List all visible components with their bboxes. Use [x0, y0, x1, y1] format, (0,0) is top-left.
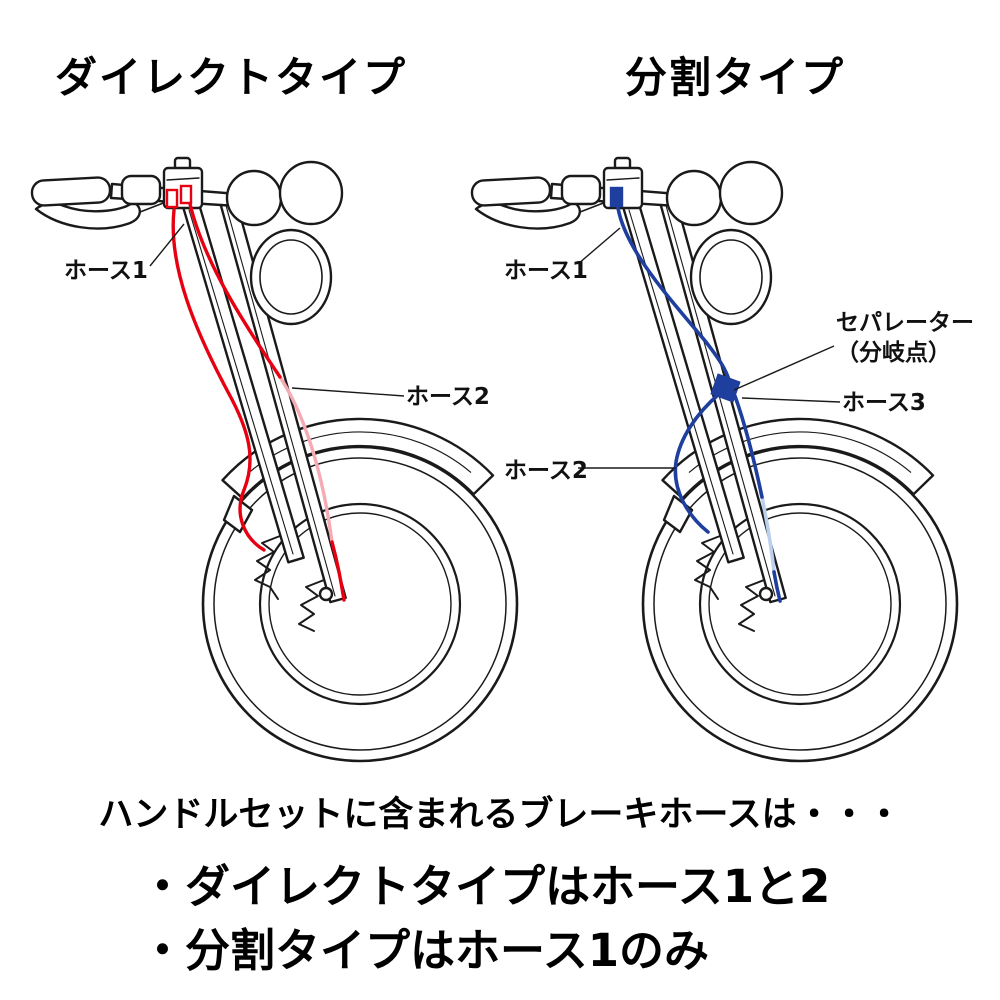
hose3-split-upper	[733, 394, 764, 499]
footer-intro-text: ハンドルセットに含まれるブレーキホースは・・・	[98, 795, 902, 835]
label-separator-sub: （分岐点）	[836, 339, 951, 366]
title-direct-type: ダイレクトタイプ	[55, 53, 408, 102]
leader-hose1-left	[149, 223, 185, 267]
leader-hose3	[741, 397, 841, 403]
leader-lines	[149, 223, 841, 469]
hose2-hidden-segment	[278, 375, 334, 544]
footer: ハンドルセットに含まれるブレーキホースは・・・ ・ダイレクトタイプはホース1と2…	[0, 786, 1000, 983]
direct-hoses	[165, 184, 346, 602]
hose2-split	[673, 392, 721, 534]
callout-labels: ホース1 ホース2 ホース1 セパレーター （分岐点） ホース3 ホース2	[64, 258, 974, 484]
bike-direct	[30, 156, 519, 763]
bike-split	[470, 156, 959, 763]
hose2-direct-lower	[330, 540, 346, 602]
split-hoses	[609, 186, 782, 603]
bullet-split-type: ・分割タイプはホース1のみ	[140, 924, 710, 977]
bike-line-art	[30, 156, 519, 763]
hose3-split-lower	[772, 570, 782, 603]
banjo-fitting-2	[179, 184, 193, 205]
hose1-split	[616, 206, 731, 382]
label-separator: セパレーター	[836, 310, 974, 336]
separator-block	[710, 373, 741, 403]
label-hose1-right: ホース1	[504, 258, 588, 284]
footer-bullets: ・ダイレクトタイプはホース1と2 ・分割タイプはホース1のみ	[140, 855, 1000, 983]
label-hose3-right: ホース3	[842, 390, 926, 416]
bullet-direct-type: ・ダイレクトタイプはホース1と2	[140, 860, 831, 913]
leader-hose1-right	[577, 227, 621, 265]
leader-hose2-left	[291, 387, 405, 397]
title-split-type: 分割タイプ	[625, 53, 846, 102]
hose2-direct-upper	[188, 202, 282, 379]
label-hose2-left: ホース2	[406, 384, 490, 410]
leader-separator	[733, 345, 835, 391]
banjo-fitting-1	[165, 188, 179, 209]
hose3-hidden-segment	[760, 495, 776, 574]
hose1-direct	[171, 208, 266, 552]
label-hose1-left: ホース1	[64, 258, 148, 284]
brake-hose-diagram: ホース1 ホース2 ホース1 セパレーター （分岐点） ホース3 ホース2	[30, 156, 974, 763]
banjo-fitting	[609, 186, 624, 208]
label-hose2-right: ホース2	[504, 458, 588, 484]
